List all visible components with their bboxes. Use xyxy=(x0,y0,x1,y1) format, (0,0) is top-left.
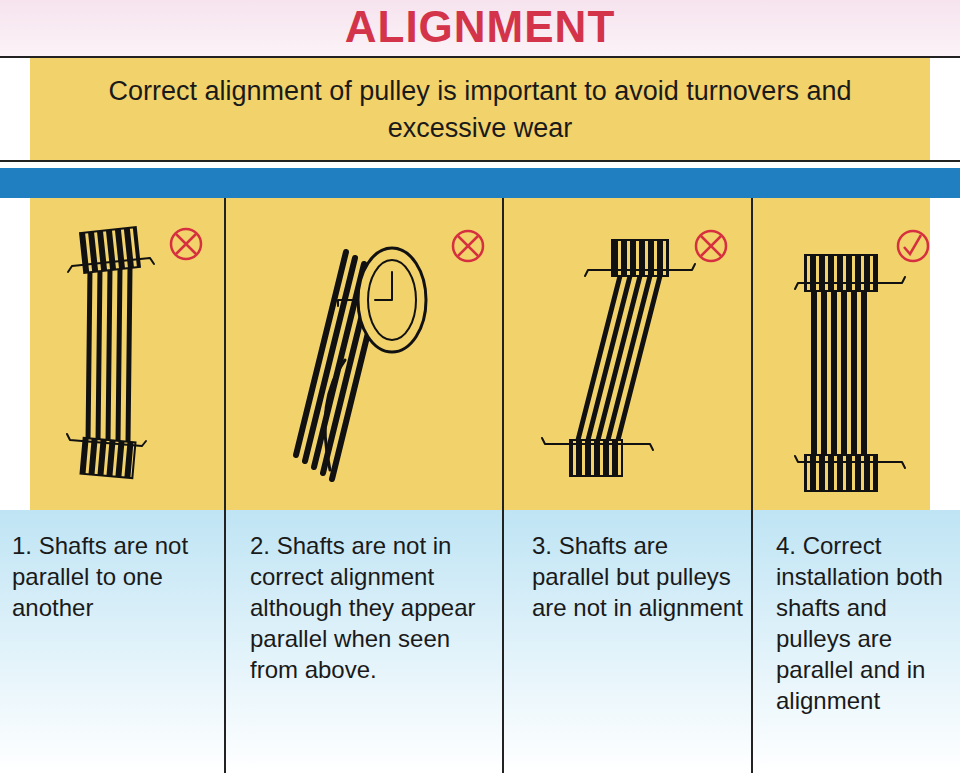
rule xyxy=(0,56,960,58)
caption-text: 3. Shafts are parallel but pulleys are n… xyxy=(532,530,746,623)
caption-text: 1. Shafts are not parallel to one anothe… xyxy=(12,530,218,623)
rule xyxy=(0,160,960,162)
belt-illustration xyxy=(67,227,154,478)
title-band xyxy=(0,0,960,56)
divider xyxy=(224,198,226,773)
wrong-symbol xyxy=(453,231,483,261)
correct-symbol xyxy=(898,231,928,261)
belt-illustration xyxy=(542,240,695,476)
wrong-symbol xyxy=(696,231,726,261)
subtitle-band xyxy=(30,58,930,160)
caption-text: 4. Correct installation both shafts and … xyxy=(776,530,952,716)
blue-stripe xyxy=(0,168,960,198)
subtitle-text: Correct alignment of pulley is important… xyxy=(46,73,914,147)
divider xyxy=(751,198,753,773)
caption-panel: 4. Correct installation both shafts and … xyxy=(772,526,956,720)
belt-illustration xyxy=(296,248,426,479)
wrong-symbol xyxy=(171,229,201,259)
divider xyxy=(502,198,504,773)
subtitle-band: Correct alignment of pulley is important… xyxy=(40,64,920,156)
caption-text: 2. Shafts are not in correct alignment a… xyxy=(250,530,496,685)
panel-ground xyxy=(30,198,930,510)
belt-illustration xyxy=(795,255,905,491)
title: ALIGNMENT xyxy=(0,2,960,52)
caption-panel: 1. Shafts are not parallel to one anothe… xyxy=(8,526,222,627)
caption-panel: 3. Shafts are parallel but pulleys are n… xyxy=(528,526,750,627)
caption-panel: 2. Shafts are not in correct alignment a… xyxy=(246,526,500,689)
caption-ground xyxy=(0,510,960,773)
